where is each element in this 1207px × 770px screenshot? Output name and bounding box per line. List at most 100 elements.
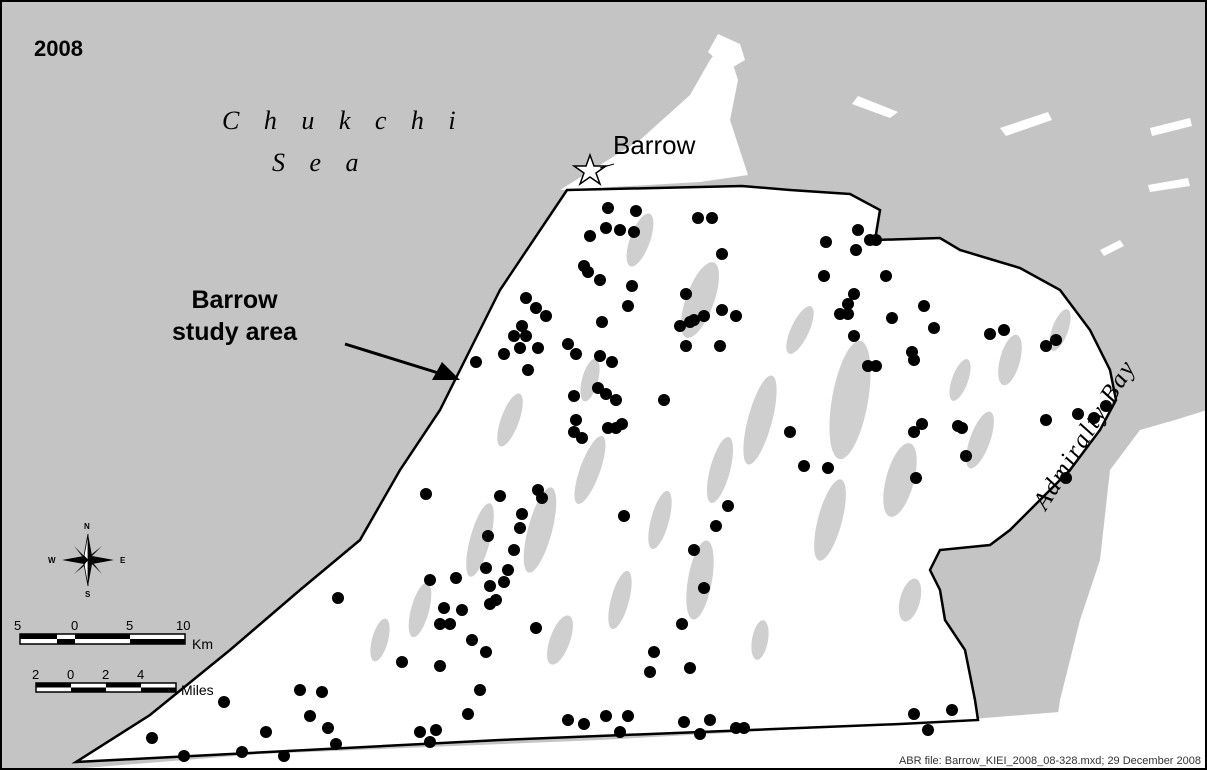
observation-point[interactable] <box>600 388 612 400</box>
observation-point[interactable] <box>842 308 854 320</box>
observation-point[interactable] <box>618 510 630 522</box>
observation-point[interactable] <box>870 360 882 372</box>
observation-point[interactable] <box>960 450 972 462</box>
observation-point[interactable] <box>600 710 612 722</box>
observation-point[interactable] <box>626 280 638 292</box>
observation-point[interactable] <box>738 722 750 734</box>
observation-point[interactable] <box>908 426 920 438</box>
observation-point[interactable] <box>570 348 582 360</box>
observation-point[interactable] <box>946 704 958 716</box>
observation-point[interactable] <box>600 222 612 234</box>
observation-point[interactable] <box>466 634 478 646</box>
observation-point[interactable] <box>562 714 574 726</box>
observation-point[interactable] <box>1040 340 1052 352</box>
observation-point[interactable] <box>294 684 306 696</box>
observation-point[interactable] <box>722 500 734 512</box>
observation-point[interactable] <box>236 746 248 758</box>
observation-point[interactable] <box>822 462 834 474</box>
observation-point[interactable] <box>576 432 588 444</box>
observation-point[interactable] <box>522 364 534 376</box>
observation-point[interactable] <box>908 354 920 366</box>
observation-point[interactable] <box>622 300 634 312</box>
observation-point[interactable] <box>610 394 622 406</box>
observation-point[interactable] <box>848 330 860 342</box>
observation-point[interactable] <box>614 726 626 738</box>
observation-point[interactable] <box>540 310 552 322</box>
observation-point[interactable] <box>520 330 532 342</box>
observation-point[interactable] <box>622 710 634 722</box>
observation-point[interactable] <box>332 592 344 604</box>
observation-point[interactable] <box>648 646 660 658</box>
observation-point[interactable] <box>594 350 606 362</box>
observation-point[interactable] <box>908 708 920 720</box>
observation-point[interactable] <box>498 576 510 588</box>
observation-point[interactable] <box>820 236 832 248</box>
observation-point[interactable] <box>1100 400 1112 412</box>
observation-point[interactable] <box>444 618 456 630</box>
observation-point[interactable] <box>680 288 692 300</box>
observation-point[interactable] <box>730 310 742 322</box>
observation-point[interactable] <box>1088 412 1100 424</box>
observation-point[interactable] <box>594 274 606 286</box>
observation-point[interactable] <box>880 270 892 282</box>
observation-point[interactable] <box>998 324 1010 336</box>
observation-point[interactable] <box>1040 414 1052 426</box>
observation-point[interactable] <box>532 342 544 354</box>
observation-point[interactable] <box>614 224 626 236</box>
observation-point[interactable] <box>676 618 688 630</box>
observation-point[interactable] <box>530 622 542 634</box>
barrow-star-icon[interactable] <box>571 152 609 186</box>
observation-point[interactable] <box>330 738 342 750</box>
observation-point[interactable] <box>596 316 608 328</box>
observation-point[interactable] <box>178 750 190 762</box>
observation-point[interactable] <box>886 312 898 324</box>
observation-point[interactable] <box>484 580 496 592</box>
observation-point[interactable] <box>704 714 716 726</box>
observation-point[interactable] <box>628 226 640 238</box>
observation-point[interactable] <box>984 328 996 340</box>
observation-point[interactable] <box>578 718 590 730</box>
observation-point[interactable] <box>438 602 450 614</box>
observation-point[interactable] <box>1060 472 1072 484</box>
observation-point[interactable] <box>698 310 710 322</box>
observation-point[interactable] <box>562 338 574 350</box>
observation-point[interactable] <box>424 574 436 586</box>
observation-point[interactable] <box>482 530 494 542</box>
observation-point[interactable] <box>568 390 580 402</box>
observation-point[interactable] <box>630 205 642 217</box>
observation-point[interactable] <box>470 356 482 368</box>
observation-point[interactable] <box>514 342 526 354</box>
observation-point[interactable] <box>146 732 158 744</box>
observation-point[interactable] <box>602 202 614 214</box>
observation-point[interactable] <box>584 230 596 242</box>
observation-point[interactable] <box>644 666 656 678</box>
observation-point[interactable] <box>516 508 528 520</box>
observation-point[interactable] <box>536 492 548 504</box>
observation-point[interactable] <box>218 696 230 708</box>
observation-point[interactable] <box>480 646 492 658</box>
observation-point[interactable] <box>480 562 492 574</box>
observation-point[interactable] <box>514 522 526 534</box>
observation-point[interactable] <box>434 660 446 672</box>
observation-point[interactable] <box>956 422 968 434</box>
observation-point[interactable] <box>260 726 272 738</box>
observation-point[interactable] <box>414 726 426 738</box>
observation-point[interactable] <box>498 348 510 360</box>
observation-point[interactable] <box>508 330 520 342</box>
observation-point[interactable] <box>918 300 930 312</box>
observation-point[interactable] <box>694 728 706 740</box>
observation-point[interactable] <box>582 266 594 278</box>
observation-point[interactable] <box>842 298 854 310</box>
observation-point[interactable] <box>316 686 328 698</box>
observation-point[interactable] <box>1050 334 1062 346</box>
observation-point[interactable] <box>606 356 618 368</box>
observation-point[interactable] <box>706 212 718 224</box>
observation-point[interactable] <box>916 418 928 430</box>
observation-point[interactable] <box>304 710 316 722</box>
observation-point[interactable] <box>714 340 726 352</box>
observation-point[interactable] <box>430 724 442 736</box>
observation-point[interactable] <box>616 418 628 430</box>
observation-point[interactable] <box>570 414 582 426</box>
observation-point[interactable] <box>688 544 700 556</box>
observation-point[interactable] <box>684 662 696 674</box>
